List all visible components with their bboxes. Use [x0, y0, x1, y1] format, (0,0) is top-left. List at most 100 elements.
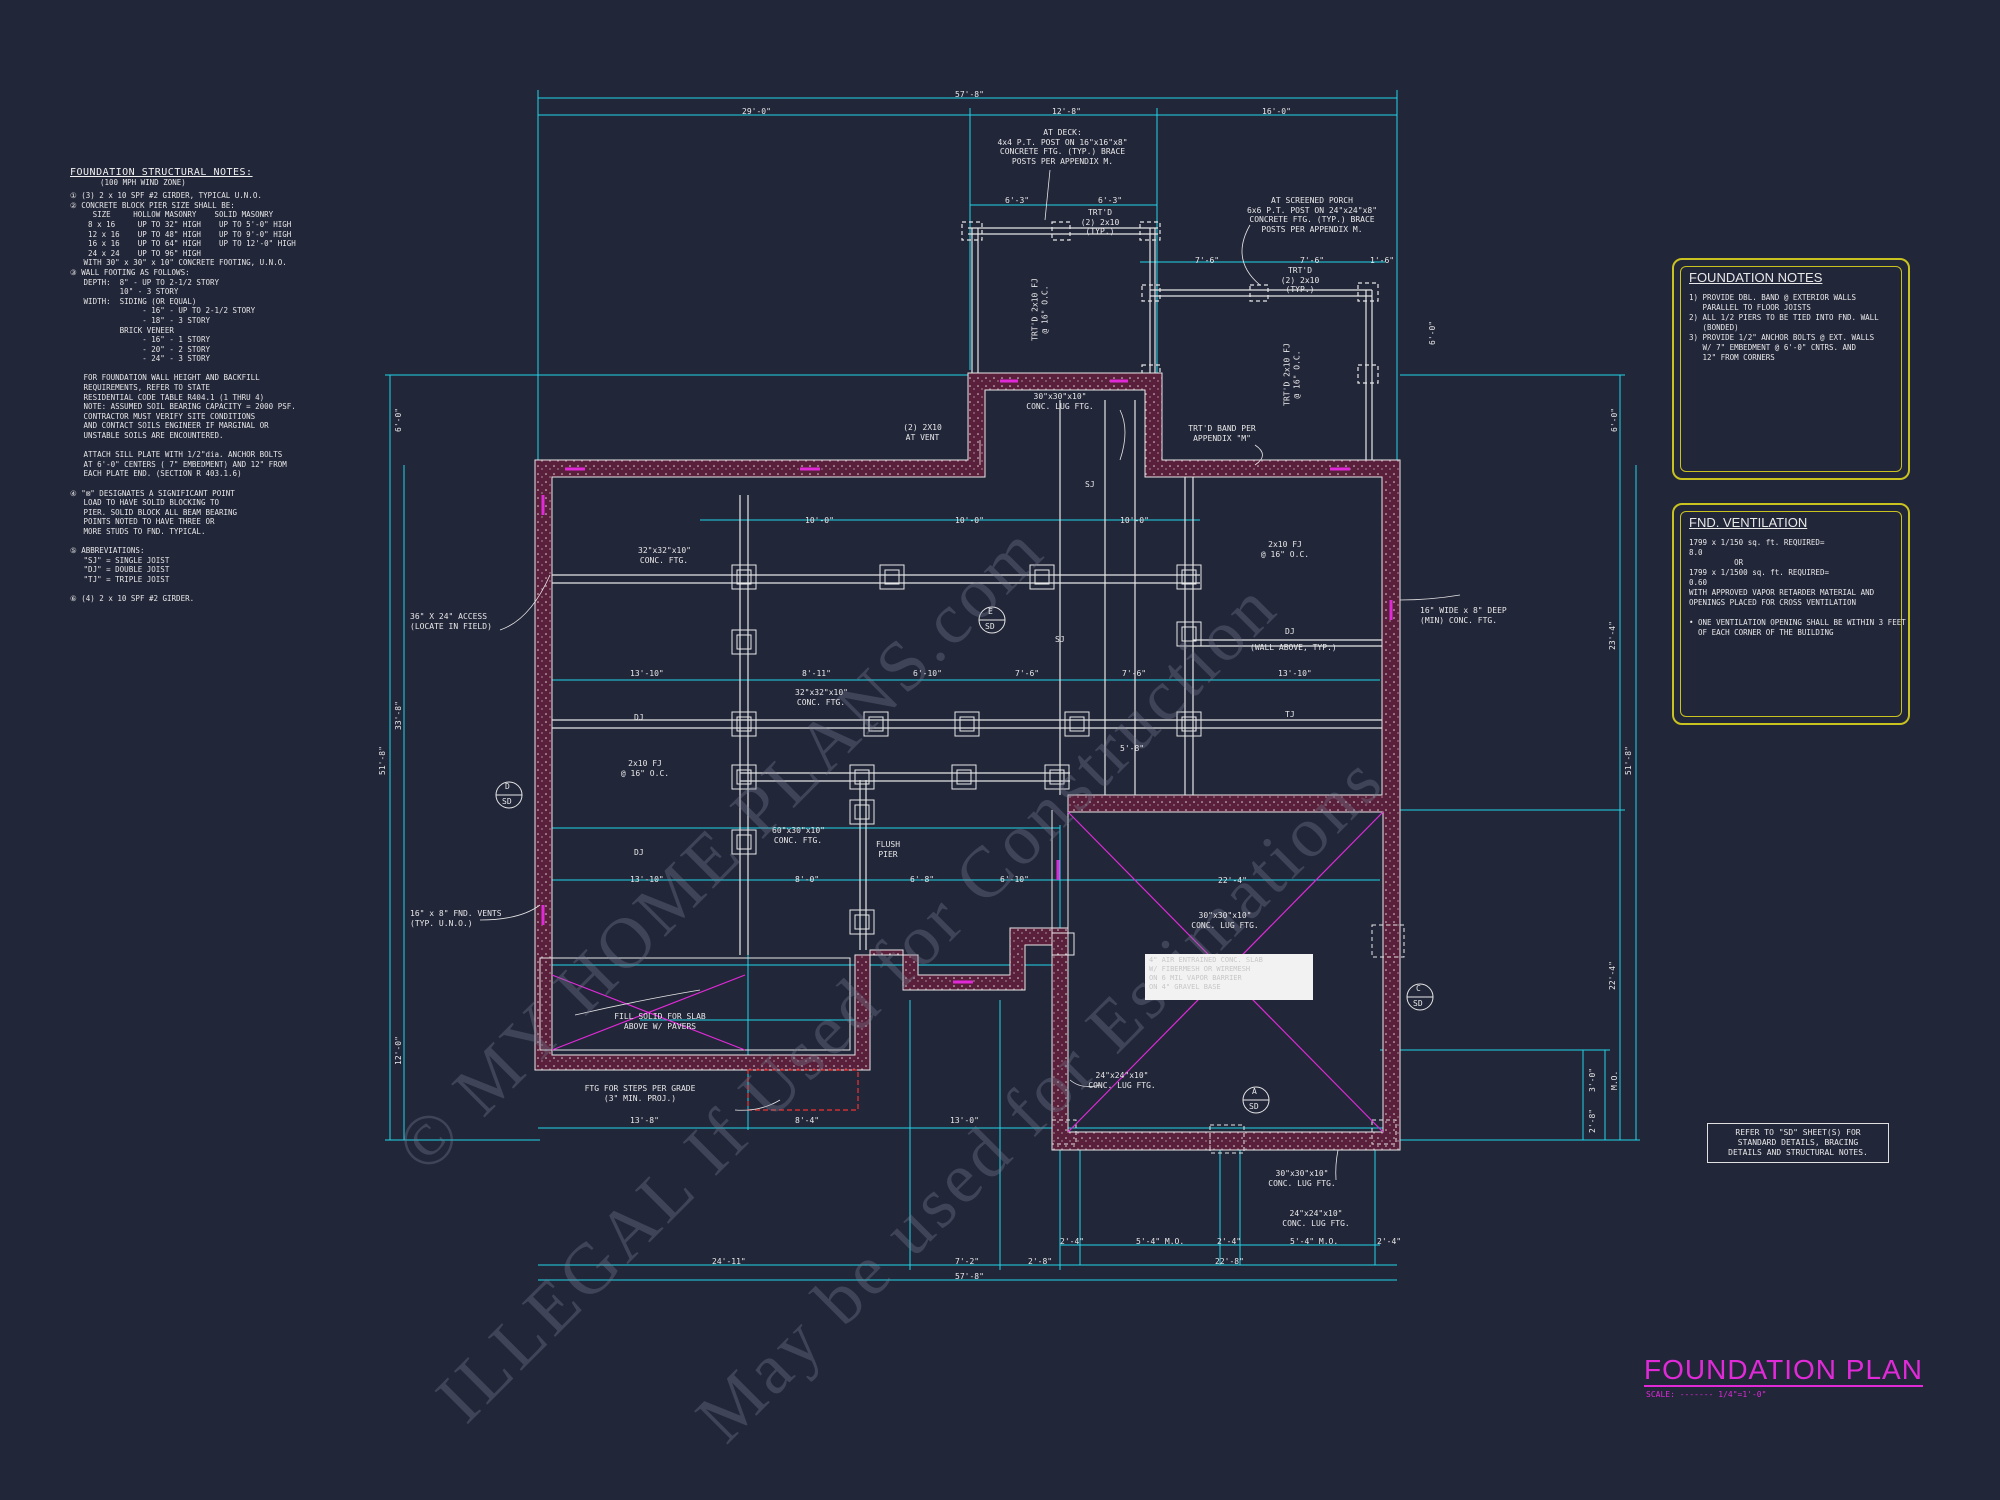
dim-b-9: 2'-4" [1377, 1237, 1402, 1246]
structural-note-line: SIZE HOLLOW MASONRY SOLID MASONRY [70, 210, 274, 220]
section-d-sheet: SD [502, 797, 512, 806]
structural-note-line: ATTACH SILL PLATE WITH 1/2"dia. ANCHOR B… [70, 450, 283, 460]
structural-note-line: NOTE: ASSUMED SOIL BEARING CAPACITY = 20… [70, 402, 296, 412]
label-access: 36" X 24" ACCESS (LOCATE IN FIELD) [410, 612, 492, 631]
foundation-note-line: 1) PROVIDE DBL. BAND @ EXTERIOR WALLS [1689, 293, 1857, 302]
label-ftg-steps: FTG FOR STEPS PER GRADE (3" MIN. PROJ.) [584, 1084, 696, 1103]
dim-int-14: 22'-4" [1218, 876, 1247, 885]
dim-l-2: 33'-8" [394, 701, 403, 730]
structural-note-line: ⑥ (4) 2 x 10 SPF #2 GIRDER. [70, 594, 195, 604]
structural-note-line: 10" - 3 STORY [70, 287, 179, 297]
ventilation-note-line: 8.0 [1689, 548, 1703, 557]
dim-int-7: 7'-6" [1015, 669, 1040, 678]
structural-note-line: MORE STUDS TO FND. TYPICAL. [70, 526, 206, 536]
dim-int-8: 7'-6" [1122, 669, 1147, 678]
dim-int-18: 5'-8" [1120, 744, 1145, 753]
dim-r-7: M.O. [1610, 1070, 1619, 1090]
label-trtd-fj-2: TRT'D 2x10 FJ @ 16" O.C. [1282, 343, 1302, 406]
label-trtd-fj-1: TRT'D 2x10 FJ @ 16" O.C. [1030, 278, 1050, 341]
dim-b-8: 5'-4" M.O. [1290, 1237, 1339, 1246]
girders [552, 400, 1382, 955]
section-c-letter: C [1416, 984, 1421, 993]
structural-note-line: ① (3) 2 x 10 SPF #2 GIRDER, TYPICAL U.N.… [70, 191, 262, 201]
label-conc-ftg-3: 60"x30"x10" CONC. FTG. [772, 826, 825, 845]
dim-porch-2: 7'-6" [1300, 256, 1325, 265]
dim-int-17: 13'-0" [950, 1116, 979, 1125]
structural-note-line [70, 537, 330, 547]
dim-r-2: 6'-0" [1428, 320, 1437, 345]
vent-ticks [541, 379, 1393, 984]
ventilation-note-line [1689, 608, 1893, 618]
dim-deck-2: 6'-3" [1098, 196, 1123, 205]
structural-note-line: AND CONTACT SOILS ENGINEER IF MARGINAL O… [70, 421, 269, 431]
label-at-vent: (2) 2X10 AT VENT [903, 423, 942, 442]
structural-note-line: REQUIREMENTS, REFER TO STATE [70, 383, 210, 393]
label-trtd-porch: TRT'D (2) 2x10 (TYP.) [1280, 266, 1320, 294]
label-conc-ftg-1: 32"x32"x10" CONC. FTG. [638, 546, 691, 565]
dim-int-15: 13'-8" [630, 1116, 659, 1125]
structural-note-line: 16 x 16 UP TO 64" HIGH UP TO 12'-0" HIGH [70, 239, 296, 249]
mark-sj-1: SJ [1085, 480, 1095, 489]
dim-int-11: 8'-0" [795, 875, 820, 884]
dim-top-mid: 12'-8" [1052, 107, 1081, 116]
foundation-note-line: W/ 7" EMBEDMENT @ 6'-0" CNTRS. AND [1689, 343, 1857, 352]
section-e-sheet: SD [985, 622, 995, 631]
section-markers [495, 606, 1434, 1114]
dim-int-16: 8'-4" [795, 1116, 820, 1125]
dim-top-left: 29'-0" [742, 107, 771, 116]
structural-note-line: ④ "⊠" DESIGNATES A SIGNIFICANT POINT [70, 488, 235, 498]
structural-note-line: BRICK VENEER [70, 325, 174, 335]
structural-notes: FOUNDATION STRUCTURAL NOTES: (100 MPH WI… [70, 168, 330, 604]
label-slab-note: 4" AIR ENTRAINED CONC. SLAB W/ FIBERMESH… [1145, 954, 1313, 1000]
structural-note-line: WIDTH: SIDING (OR EQUAL) [70, 296, 197, 306]
foundation-note-line: 3) PROVIDE 1/2" ANCHOR BOLTS @ EXT. WALL… [1689, 333, 1875, 342]
dim-overall-bottom: 57'-8" [955, 1272, 984, 1281]
mark-dj-1: DJ [634, 713, 644, 722]
dim-int-2: 10'-0" [955, 516, 984, 525]
structural-note-line: - 20" - 2 STORY [70, 344, 210, 354]
structural-note-line: EACH PLATE END. (SECTION R 403.1.6) [70, 469, 242, 479]
dim-b-1: 24'-11" [712, 1257, 746, 1266]
dim-r-1: 6'-0" [1610, 407, 1619, 432]
structural-note-line: - 16" - 1 STORY [70, 335, 210, 345]
dim-int-4: 13'-10" [630, 669, 664, 678]
mark-dj-2: DJ [634, 848, 644, 857]
piers [731, 564, 1405, 1154]
structural-notes-lines: ① (3) 2 x 10 SPF #2 GIRDER, TYPICAL U.N.… [70, 191, 330, 604]
structural-note-line: 24 x 24 UP TO 96" HIGH [70, 248, 201, 258]
foundation-note-line: PARALLEL TO FLOOR JOISTS [1689, 303, 1811, 312]
ventilation-note-line: 0.60 [1689, 578, 1708, 587]
refer-note: REFER TO "SD" SHEET(S) FOR STANDARD DETA… [1707, 1123, 1889, 1163]
dim-l-1: 6'-0" [394, 407, 403, 432]
foundation-note-line: (BONDED) [1689, 323, 1739, 332]
label-wall-above: (WALL ABOVE, TYP.) [1250, 643, 1337, 652]
dim-l-4: 12'-0" [394, 1036, 403, 1065]
dim-r-6: 2'-8" [1588, 1108, 1597, 1133]
label-lug-24: 24"x24"x10" CONC. LUG FTG. [1088, 1071, 1156, 1090]
label-band: TRT'D BAND PER APPENDIX "M" [1188, 424, 1256, 443]
ventilation-note-line: 1799 x 1/1500 sq. ft. REQUIRED= [1689, 568, 1829, 577]
structural-notes-subtitle: (100 MPH WIND ZONE) [100, 177, 186, 187]
structural-note-line [70, 479, 330, 489]
dim-r-5: 3'-0" [1588, 1067, 1597, 1092]
dim-porch-1: 7'-6" [1195, 256, 1220, 265]
structural-note-line: RESIDENTIAL CODE TABLE R404.1 (1 THRU 4) [70, 392, 265, 402]
dim-r-4: 22'-4" [1608, 961, 1617, 990]
structural-note-line: ② CONCRETE BLOCK PIER SIZE SHALL BE: [70, 200, 235, 210]
drawing-scale: SCALE: ------- 1/4"=1'-0" [1646, 1390, 1767, 1399]
section-a-letter: A [1252, 1087, 1257, 1096]
structural-note-line: 8 x 16 UP TO 32" HIGH UP TO 5'-0" HIGH [70, 219, 292, 229]
structural-note-line [70, 364, 330, 374]
dimension-lines [385, 90, 1640, 1281]
ventilation-note-line: OF EACH CORNER OF THE BUILDING [1689, 628, 1834, 637]
dim-porch-3: 1'-6" [1370, 256, 1395, 265]
dim-int-1: 10'-0" [805, 516, 834, 525]
structural-note-line: AT 6'-0" CENTERS ( 7" EMBEDMENT) AND 12"… [70, 459, 287, 469]
dim-int-5: 8'-11" [802, 669, 831, 678]
structural-note-line [70, 585, 330, 595]
label-lug-top: 30"x30"x10" CONC. LUG FTG. [1026, 392, 1094, 411]
dim-b-7: 2'-4" [1217, 1237, 1242, 1246]
structural-note-line: 12 x 16 UP TO 48" HIGH UP TO 9'-0" HIGH [70, 229, 292, 239]
label-fnd-vents: 16" x 8" FND. VENTS (TYP. U.N.O.) [410, 909, 502, 928]
